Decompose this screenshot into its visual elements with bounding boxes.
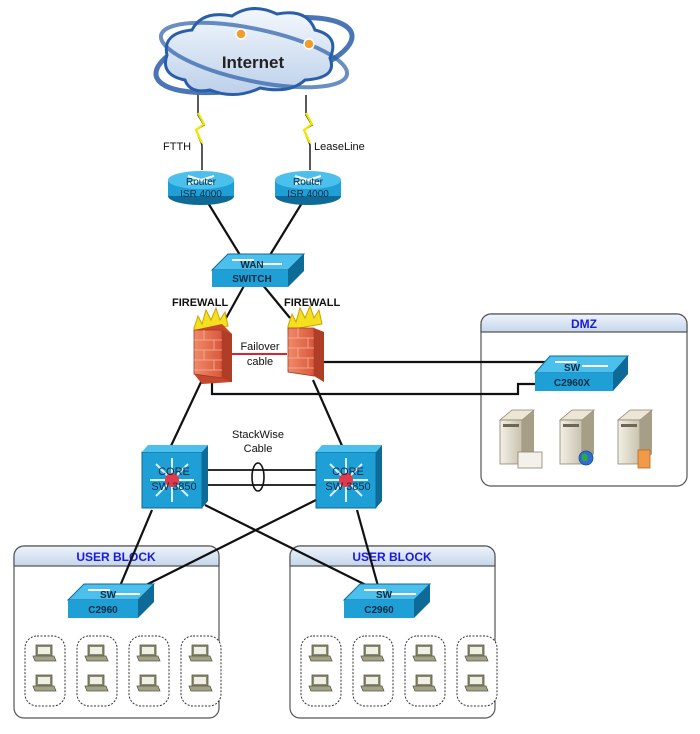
pc-group: [76, 635, 118, 707]
pc-icon[interactable]: [308, 674, 333, 692]
pc-icon[interactable]: [464, 644, 489, 662]
router-arrows-icon: [294, 175, 322, 185]
pc-group: [456, 635, 498, 707]
link-fw2-core2: [311, 379, 345, 449]
si-badge-icon: [339, 473, 353, 487]
stackwise-label-2: Cable: [244, 443, 273, 455]
pc-icon[interactable]: [84, 644, 109, 662]
link-fw1-core1: [169, 379, 203, 449]
firewall-left[interactable]: FIREWALL: [172, 297, 232, 384]
node-dot-icon: [303, 38, 315, 50]
router-label: Router: [186, 177, 217, 188]
internet-cloud: Internet: [153, 7, 355, 96]
link-wansw-fw2: [261, 283, 291, 319]
dmz-switch-model: C2960X: [554, 378, 590, 389]
pc-group: [180, 635, 222, 707]
access-switch-model: C2960: [364, 605, 394, 616]
switch-arrows-icon: [555, 361, 608, 367]
link-router2-wansw: [269, 197, 306, 256]
link-wansw-fw1: [224, 283, 246, 321]
switch-arrows-icon: [232, 259, 282, 265]
wan-link-left-bolt: [194, 112, 206, 144]
dmz-switch[interactable]: SW C2960X: [533, 355, 630, 391]
access-switch-left[interactable]: SW C2960: [66, 583, 156, 618]
firewall-server-icon[interactable]: [616, 409, 654, 469]
router-arrows-icon: [187, 175, 215, 185]
pc-group: [404, 635, 446, 707]
internet-label: Internet: [222, 53, 285, 72]
si-badge-icon: [165, 473, 179, 487]
dmz-title: DMZ: [571, 317, 597, 331]
core-switch-left[interactable]: CORE SW 3850: [141, 445, 208, 509]
link-router1-wansw: [204, 197, 241, 256]
pc-group: [128, 635, 170, 707]
wan-link-right-bolt: [302, 112, 314, 144]
link-core2-ub1: [139, 499, 317, 589]
pc-icon[interactable]: [360, 644, 385, 662]
connections: [118, 95, 548, 589]
pc-icon[interactable]: [136, 644, 161, 662]
mail-server-icon[interactable]: [498, 409, 543, 469]
router-left[interactable]: Router ISR 4000: [168, 171, 234, 205]
wan-switch[interactable]: WAN SWITCH: [210, 253, 306, 287]
router-right[interactable]: Router ISR 4000: [275, 171, 341, 205]
brick-icon: [288, 328, 314, 369]
firewall-label: FIREWALL: [172, 297, 228, 309]
switch-arrows-icon: [364, 589, 416, 595]
pc-icon[interactable]: [32, 644, 57, 662]
pc-icon[interactable]: [412, 644, 437, 662]
dmz-servers: [498, 409, 654, 469]
access-switch-label: SW: [376, 590, 393, 601]
ftth-label: FTTH: [163, 141, 191, 153]
pc-group: [352, 635, 394, 707]
pc-group: [300, 635, 342, 707]
failover-label-2: cable: [247, 356, 273, 368]
pc-icon[interactable]: [188, 674, 213, 692]
pc-group: [24, 635, 66, 707]
pc-icon[interactable]: [412, 674, 437, 692]
link-core1-ub1: [118, 509, 154, 587]
firewall-right[interactable]: FIREWALL: [284, 297, 340, 382]
flame-icon: [287, 304, 323, 331]
access-switch-model: C2960: [88, 605, 118, 616]
core-switch-label: CORE: [332, 466, 364, 478]
user-block-title: USER BLOCK: [76, 550, 156, 564]
link-fw1-dmzsw: [210, 378, 535, 396]
core-switch-model: SW 3850: [325, 481, 370, 493]
link-core1-ub2: [204, 504, 373, 589]
pc-icon[interactable]: [84, 674, 109, 692]
router-model: ISR 4000: [180, 189, 222, 200]
wan-switch-label: WAN: [240, 260, 263, 271]
core-switch-model: SW 3850: [151, 481, 196, 493]
leaseline-label: LeaseLine: [314, 141, 365, 153]
core-switch-label: CORE: [158, 466, 190, 478]
router-label: Router: [293, 177, 324, 188]
pc-icon[interactable]: [360, 674, 385, 692]
router-model: ISR 4000: [287, 189, 329, 200]
switch-arrows-icon: [88, 589, 140, 595]
failover-label: Failover: [240, 341, 279, 353]
stackwise-bundle: [251, 462, 265, 492]
wan-switch-label-2: SWITCH: [232, 274, 271, 285]
pc-groups: [24, 635, 498, 707]
node-dot-icon: [235, 28, 247, 40]
pc-icon[interactable]: [464, 674, 489, 692]
access-switch-right[interactable]: SW C2960: [342, 583, 432, 618]
dmz-switch-label: SW: [564, 363, 581, 374]
core-switch-right[interactable]: CORE SW 3850: [315, 445, 382, 509]
pc-icon[interactable]: [136, 674, 161, 692]
brick-icon: [194, 330, 222, 371]
pc-icon[interactable]: [308, 644, 333, 662]
web-server-icon[interactable]: [558, 409, 596, 466]
stackwise-label: StackWise: [232, 429, 284, 441]
pc-icon[interactable]: [32, 674, 57, 692]
link-core2-ub2: [355, 509, 380, 587]
firewall-label: FIREWALL: [284, 297, 340, 309]
pc-icon[interactable]: [188, 644, 213, 662]
user-block-title: USER BLOCK: [352, 550, 432, 564]
access-switch-label: SW: [100, 590, 117, 601]
